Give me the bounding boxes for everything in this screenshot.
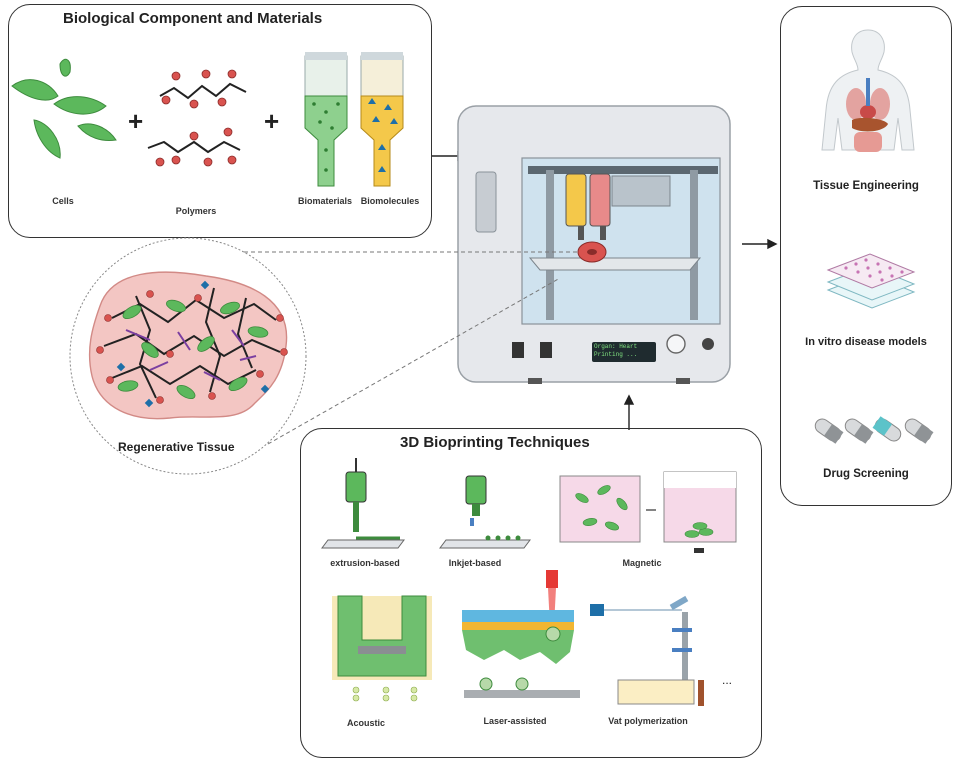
cells-illustration bbox=[11, 58, 117, 159]
materials-title: Biological Component and Materials bbox=[63, 10, 323, 27]
bioprinter-illustration bbox=[457, 105, 731, 384]
label-cells: Cells bbox=[52, 196, 74, 206]
human-organs-icon bbox=[821, 29, 915, 152]
vat-polymerization-icon: ... bbox=[590, 595, 732, 706]
magnetic-icon bbox=[559, 471, 737, 553]
svg-text:+: + bbox=[264, 106, 279, 136]
printer-screen-line1: Organ: Heart bbox=[594, 343, 638, 350]
polymer-beads bbox=[155, 69, 237, 167]
label-biomolecules: Biomolecules bbox=[360, 196, 420, 206]
well-plate-stack-icon bbox=[826, 253, 916, 309]
inkjet-icon bbox=[439, 475, 531, 549]
more-techniques-ellipsis: ... bbox=[722, 673, 732, 687]
polymer-chains bbox=[147, 82, 247, 154]
capsules-icon bbox=[814, 416, 934, 444]
label-magnetic: Magnetic bbox=[622, 558, 662, 568]
svg-text:+: + bbox=[128, 106, 143, 136]
label-biomaterials: Biomaterials bbox=[297, 196, 353, 206]
label-polymers: Polymers bbox=[175, 206, 217, 216]
extrusion-icon bbox=[321, 458, 405, 549]
label-inkjet-based: Inkjet-based bbox=[448, 558, 502, 568]
biomolecules-tube bbox=[360, 52, 404, 187]
regenerative-tissue-label: Regenerative Tissue bbox=[118, 440, 235, 454]
arrow-techniques-to-printer bbox=[623, 394, 635, 430]
printer-screen-text: Organ: Heart Printing ... bbox=[594, 343, 656, 359]
regenerative-tissue-illustration bbox=[69, 237, 307, 475]
app-in-vitro-disease-models: In vitro disease models bbox=[805, 336, 927, 348]
biomaterials-tube bbox=[304, 52, 348, 187]
techniques-panel bbox=[300, 428, 762, 758]
label-vat-polymerization: Vat polymerization bbox=[608, 716, 688, 726]
label-acoustic: Acoustic bbox=[346, 718, 385, 728]
arrow-printer-to-applications bbox=[742, 238, 778, 250]
techniques-title: 3D Bioprinting Techniques bbox=[400, 434, 590, 451]
zoom-dashed-lines bbox=[202, 251, 580, 445]
app-drug-screening: Drug Screening bbox=[823, 468, 909, 480]
acoustic-icon bbox=[332, 595, 432, 702]
label-extrusion-based: extrusion-based bbox=[330, 558, 400, 568]
printer-screen-line2: Printing ... bbox=[594, 351, 638, 358]
applications-panel bbox=[780, 6, 952, 506]
label-laser-assisted: Laser-assisted bbox=[483, 716, 547, 726]
app-tissue-engineering: Tissue Engineering bbox=[813, 180, 919, 192]
laser-icon bbox=[462, 570, 580, 698]
